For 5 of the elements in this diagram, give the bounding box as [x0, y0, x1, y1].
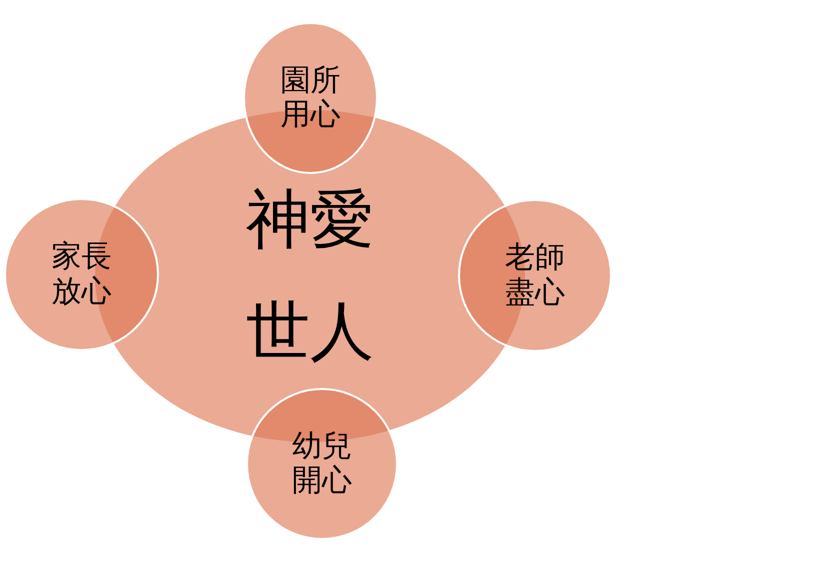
node-text: 神愛世人	[245, 182, 375, 371]
node-text: 家長放心	[50, 240, 112, 309]
node-text: 老師盡心	[504, 241, 566, 310]
node-text: 園所用心	[280, 64, 342, 132]
node-text: 幼兒開心	[291, 430, 353, 498]
